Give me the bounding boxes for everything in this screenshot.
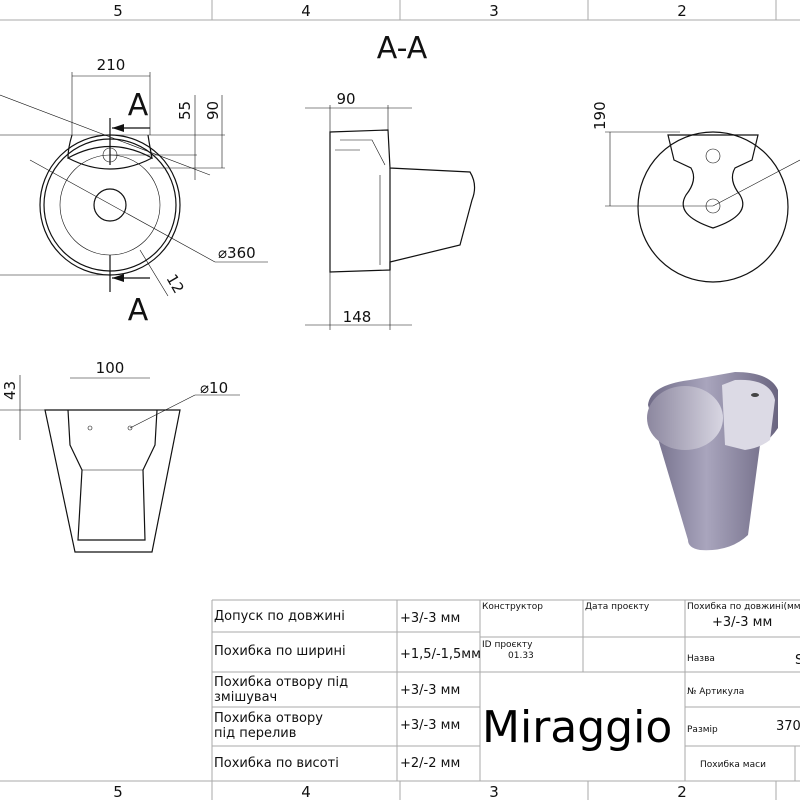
- zone-label: 5: [113, 2, 123, 20]
- zone-label: 3: [489, 783, 499, 800]
- dim-top: 90: [336, 90, 355, 108]
- cut-label-bottom: A: [128, 293, 149, 328]
- tolerance-label: Похибка отвору під: [214, 675, 348, 690]
- tolerance-value: +3/-3 мм: [400, 718, 460, 733]
- render-3d: [647, 372, 778, 551]
- name-label: Назва: [687, 654, 715, 664]
- zone-border-top: 5 4 3 2: [0, 0, 800, 21]
- dim-spacing: 100: [96, 359, 125, 377]
- dim-diameter: ⌀360: [218, 244, 256, 262]
- plan-view: 210 A A 55 90 ⌀360 12: [0, 56, 268, 328]
- name-value: S: [795, 653, 800, 668]
- length-tol: +3/-3 мм: [712, 615, 772, 630]
- tolerance-label: Похибка отвору: [214, 711, 323, 726]
- tolerance-value: +3/-3 мм: [400, 683, 460, 698]
- dim-height: 190: [591, 101, 609, 130]
- zone-label: 4: [301, 2, 311, 20]
- size-label: Размір: [687, 725, 718, 735]
- zone-border-bottom: 5 4 3 2: [0, 780, 800, 800]
- tolerance-value: +3/-3 мм: [400, 611, 460, 626]
- length-tol-label: Похибка по довжині(мм): [687, 602, 800, 612]
- zone-label: 2: [677, 2, 687, 20]
- project-id: 01.33: [508, 651, 534, 661]
- size-value: 370: [776, 719, 800, 734]
- cut-label-top: A: [128, 88, 149, 123]
- zone-label: 2: [677, 783, 687, 800]
- tolerance-label-2: змішувач: [214, 690, 277, 705]
- title-block: Допуск по довжині +3/-3 мм Похибка по ши…: [211, 599, 800, 781]
- tolerance-value: +2/-2 мм: [400, 756, 460, 771]
- zone-label: 5: [113, 783, 123, 800]
- article-label: № Артикула: [687, 687, 744, 697]
- designer-label: Конструктор: [482, 602, 543, 612]
- dim-hole: ⌀10: [200, 379, 228, 397]
- tolerance-label: Похибка по ширині: [214, 644, 346, 659]
- tolerance-label: Допуск по довжині: [214, 609, 345, 624]
- date-label: Дата проєкту: [585, 602, 650, 612]
- front-view: 100 43 ⌀10: [0, 359, 240, 553]
- tolerance-value: +1,5/-1,5мм: [400, 647, 481, 662]
- project-id-label: ID проєкту: [482, 640, 533, 650]
- dim-43: 43: [1, 381, 19, 400]
- dim-55: 55: [176, 101, 194, 120]
- dim-width: 210: [97, 56, 126, 74]
- zone-label: 3: [489, 2, 499, 20]
- tolerance-label-2: під перелив: [214, 726, 296, 741]
- section-title: A-A: [377, 31, 428, 66]
- mass-tol-label: Похибка маси: [700, 760, 766, 770]
- section-view: 90 148: [305, 90, 476, 330]
- dim-bottom: 148: [343, 308, 372, 326]
- rear-view: 190: [591, 101, 800, 283]
- tolerance-label: Похибка по висоті: [214, 756, 339, 771]
- zone-label: 4: [301, 783, 311, 800]
- logo: Miraggio: [482, 702, 672, 753]
- dim-90: 90: [204, 101, 222, 120]
